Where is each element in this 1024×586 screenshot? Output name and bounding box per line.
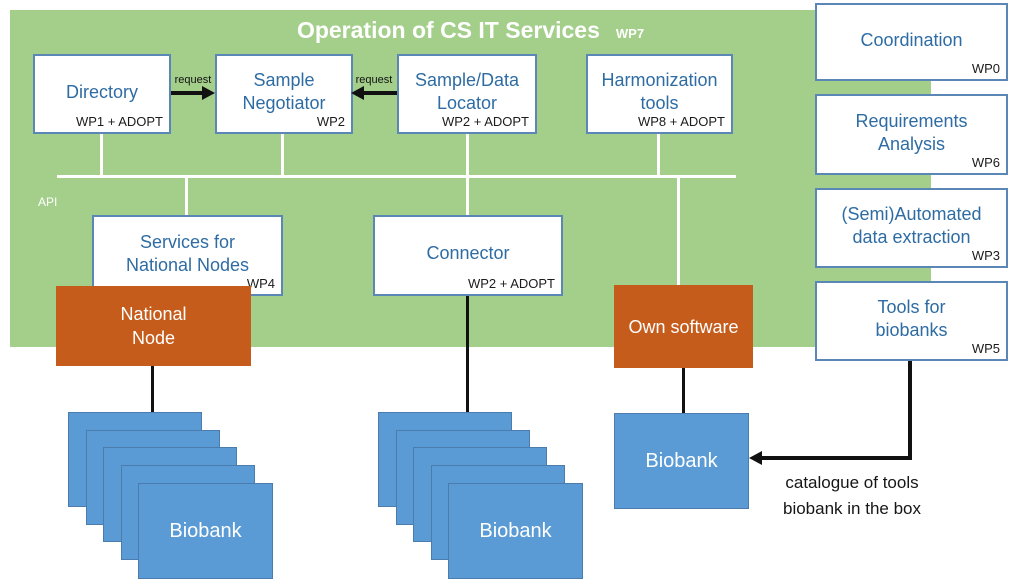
wp-tag: WP4 [246,276,275,291]
wp-tag: WP6 [971,155,1000,170]
tools-arrow-horizontal-segment [762,456,912,460]
wp-box-label: Tools for biobanks [875,297,948,340]
wp-box-label: (Semi)Automated data extraction [841,204,982,247]
wp-box-label: Coordination [860,29,963,50]
own-software-label: Own software [628,316,739,337]
stack-front-sheet: Biobank [448,483,583,579]
bus-own-software-connector-line [677,176,680,286]
wp-tag: WP0 [971,61,1000,76]
wp-box-coordination: Coordination WP0 [815,3,1008,81]
negotiator-bus-connector-line [281,134,284,176]
wp-tag: WP2 [316,114,345,129]
biobank-single-label: Biobank [645,449,718,472]
biobank-stack-middle-label: Biobank [479,519,552,542]
request-label-right: request [355,74,393,86]
service-box-label: Directory [65,81,138,102]
bus-services-connector-line [185,176,188,216]
request-arrow-left-shaft [171,91,204,95]
service-box-label: Harmonization tools [601,70,718,113]
locator-connector-line [466,134,469,216]
catalogue-annotation: catalogue of tools biobank in the box [783,473,921,518]
service-box-label: Sample/Data Locator [414,70,520,113]
biobank-single-box: Biobank [614,413,749,509]
stack-front-sheet: Biobank [138,483,273,579]
service-box-sample-data-locator: Sample/Data Locator WP2 + ADOPT [397,54,537,134]
biobank-stack-left: Biobank [68,412,273,579]
tools-arrowhead-icon [749,451,762,465]
request-label-left: request [174,74,212,86]
wp-tag: WP3 [971,248,1000,263]
wp-tag: WP2 + ADOPT [467,276,555,291]
harmonization-bus-connector-line [657,134,660,176]
national-node-biobank-line [151,365,154,430]
panel-title-wp-tag: WP7 [615,26,645,41]
own-software-biobank-line [682,367,685,413]
mid-box-services-for-national-nodes: Services for National Nodes WP4 [92,215,283,296]
panel-title: Operation of CS IT Services [296,17,600,43]
service-box-harmonization-tools: Harmonization tools WP8 + ADOPT [586,54,733,134]
national-node-box: National Node [56,286,251,366]
mid-box-label: Connector [426,243,510,263]
own-software-box: Own software [614,285,753,368]
request-arrowhead-left-icon [351,86,364,100]
request-arrowhead-right-icon [202,86,215,100]
wp-tag: WP8 + ADOPT [637,114,725,129]
mid-box-label: Services for National Nodes [125,231,250,275]
wp-tag: WP5 [971,341,1000,356]
directory-bus-connector-line [100,134,103,176]
service-box-label: Sample Negotiator [242,70,326,113]
request-arrow-right-shaft [363,91,397,95]
api-label: API [38,195,58,209]
service-box-directory: Directory WP1 + ADOPT [33,54,171,134]
tools-arrow-vertical-segment [908,361,912,458]
national-node-label: National Node [120,304,187,348]
wp-box-requirements-analysis: Requirements Analysis WP6 [815,94,1008,175]
wp-box-label: Requirements Analysis [855,110,968,154]
mid-box-connector: Connector WP2 + ADOPT [373,215,563,296]
wp-tag: WP1 + ADOPT [75,114,163,129]
wp-box-semi-automated-data-extraction: (Semi)Automated data extraction WP3 [815,188,1008,268]
biobank-stack-left-label: Biobank [169,519,242,542]
wp-box-tools-for-biobanks: Tools for biobanks WP5 [815,281,1008,361]
service-box-sample-negotiator: Sample Negotiator WP2 [215,54,353,134]
panel-header: Operation of CS IT Services WP7 [10,17,931,44]
api-bus-line [57,175,736,178]
biobank-stack-middle: Biobank [378,412,583,579]
connector-biobank-line [466,295,469,430]
wp-tag: WP2 + ADOPT [441,114,529,129]
